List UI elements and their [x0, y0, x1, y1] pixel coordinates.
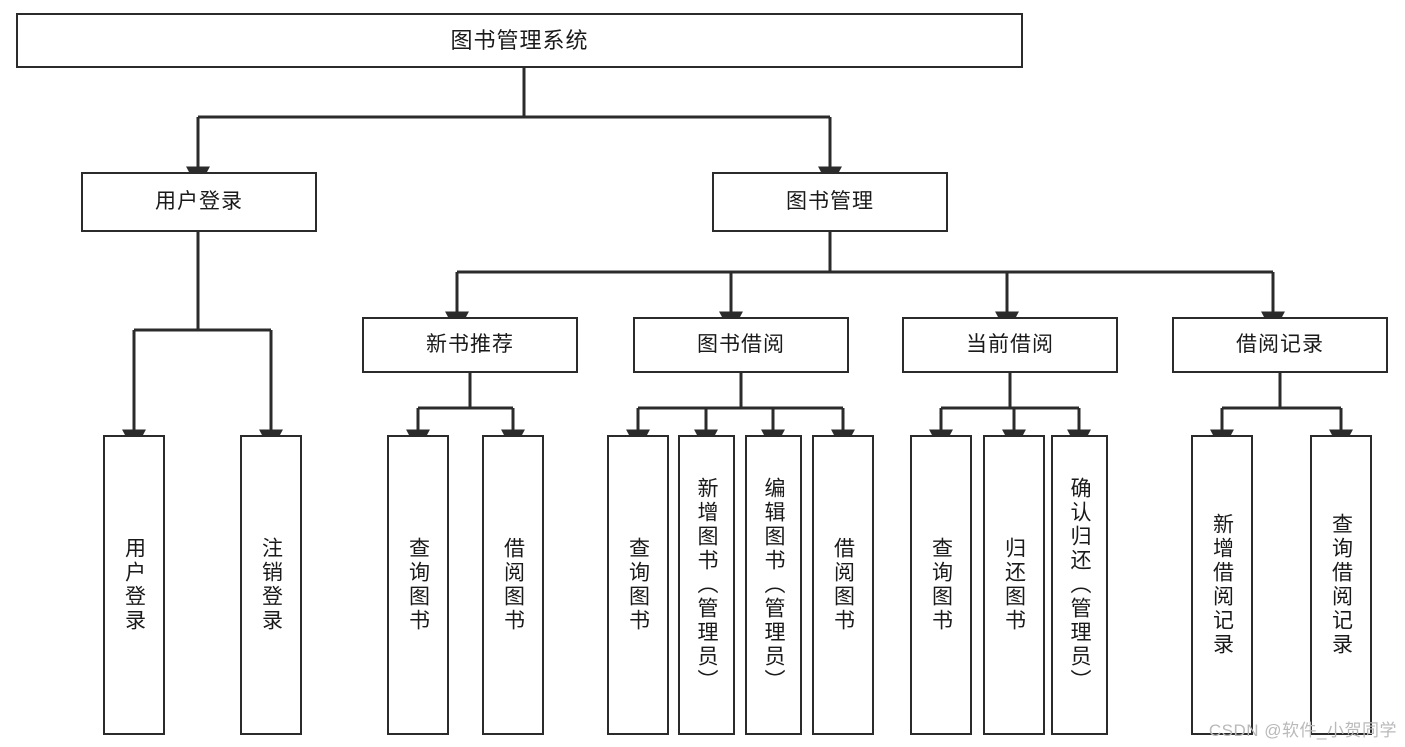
node-leaf-borrow-books-borrow-label: 借阅图书 [831, 537, 855, 633]
node-leaf-borrow-books-recommend-label: 借阅图书 [501, 537, 525, 633]
node-leaf-search-books-recommend[interactable]: 查询图书 [387, 435, 449, 735]
node-new-book-recommendation[interactable]: 新书推荐 [362, 317, 578, 373]
node-leaf-user-login-label: 用户登录 [122, 537, 146, 633]
node-new-book-recommendation-label: 新书推荐 [426, 332, 514, 356]
node-leaf-confirm-return-admin-label: 确认归还（管理员） [1068, 477, 1091, 693]
node-leaf-return-books-label: 归还图书 [1002, 537, 1026, 633]
node-book-management[interactable]: 图书管理 [712, 172, 948, 232]
node-book-borrowing[interactable]: 图书借阅 [633, 317, 849, 373]
node-current-borrowing-label: 当前借阅 [966, 332, 1054, 356]
node-leaf-search-books-current[interactable]: 查询图书 [910, 435, 972, 735]
node-leaf-borrow-books-borrow[interactable]: 借阅图书 [812, 435, 874, 735]
node-leaf-search-books-recommend-label: 查询图书 [406, 537, 430, 633]
watermark-text: CSDN @软件_小贺同学 [1208, 721, 1397, 740]
node-borrowing-records[interactable]: 借阅记录 [1172, 317, 1388, 373]
node-leaf-borrow-books-recommend[interactable]: 借阅图书 [482, 435, 544, 735]
node-leaf-search-books-borrow-label: 查询图书 [626, 537, 650, 633]
node-user-login-label: 用户登录 [155, 189, 243, 213]
node-root-library-management-system-label: 图书管理系统 [450, 27, 589, 53]
node-leaf-logout-label: 注销登录 [259, 537, 283, 633]
node-leaf-add-book-admin-label: 新增图书（管理员） [695, 477, 718, 693]
node-leaf-edit-book-admin-label: 编辑图书（管理员） [762, 477, 785, 693]
connector-lines [122, 68, 1353, 452]
node-book-management-label: 图书管理 [786, 189, 874, 213]
node-user-login[interactable]: 用户登录 [81, 172, 317, 232]
node-leaf-add-borrow-record-label: 新增借阅记录 [1210, 513, 1234, 657]
node-leaf-add-borrow-record[interactable]: 新增借阅记录 [1191, 435, 1253, 735]
node-root-library-management-system[interactable]: 图书管理系统 [16, 13, 1023, 68]
node-leaf-search-borrow-record[interactable]: 查询借阅记录 [1310, 435, 1372, 735]
node-leaf-search-books-current-label: 查询图书 [929, 537, 953, 633]
node-leaf-logout[interactable]: 注销登录 [240, 435, 302, 735]
node-leaf-return-books[interactable]: 归还图书 [983, 435, 1045, 735]
node-leaf-search-books-borrow[interactable]: 查询图书 [607, 435, 669, 735]
node-book-borrowing-label: 图书借阅 [697, 332, 785, 356]
node-leaf-confirm-return-admin[interactable]: 确认归还（管理员） [1051, 435, 1108, 735]
node-leaf-user-login[interactable]: 用户登录 [103, 435, 165, 735]
node-current-borrowing[interactable]: 当前借阅 [902, 317, 1118, 373]
node-leaf-add-book-admin[interactable]: 新增图书（管理员） [678, 435, 735, 735]
node-borrowing-records-label: 借阅记录 [1236, 332, 1324, 356]
node-leaf-edit-book-admin[interactable]: 编辑图书（管理员） [745, 435, 802, 735]
node-leaf-search-borrow-record-label: 查询借阅记录 [1329, 513, 1353, 657]
